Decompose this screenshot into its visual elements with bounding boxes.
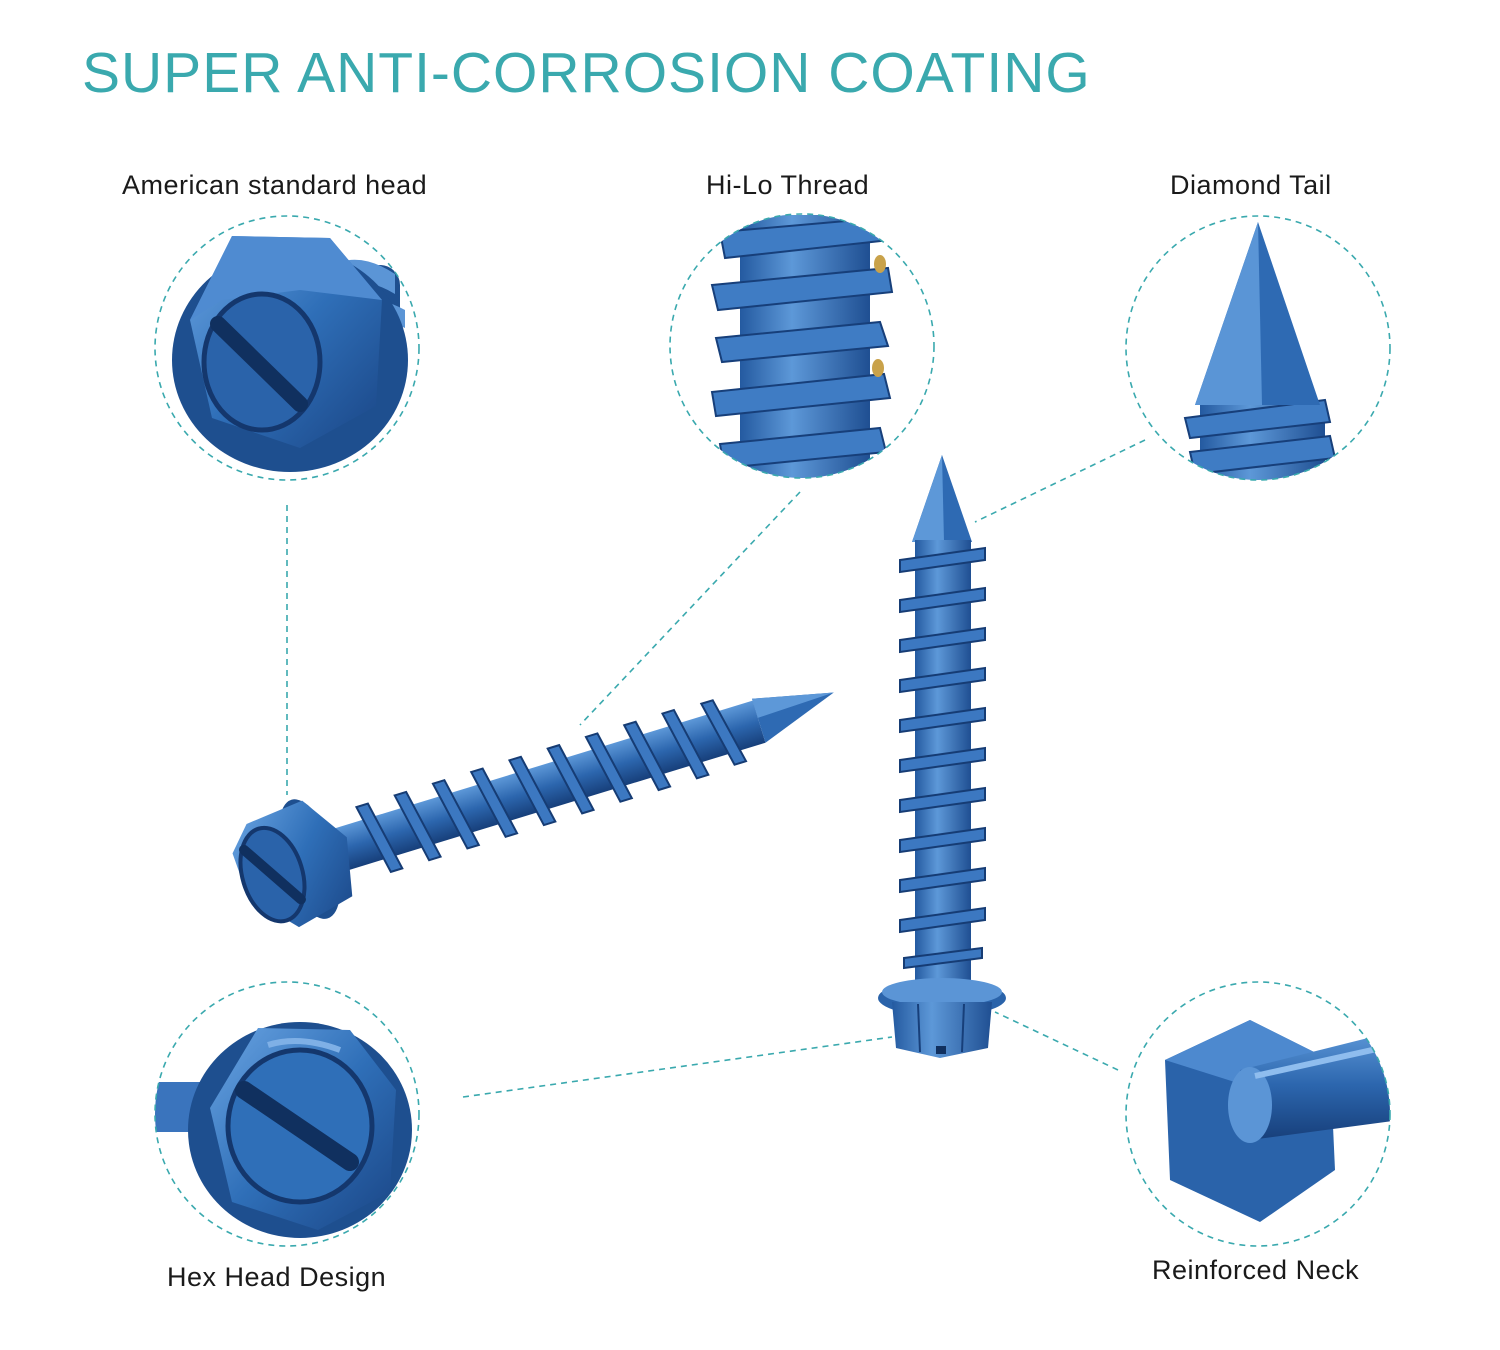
- zoom-circle-tail: [1125, 215, 1391, 481]
- zoom-circle-hex: [154, 981, 420, 1247]
- callout-label-tail: Diamond Tail: [1170, 170, 1332, 200]
- screw-diagonal: [232, 692, 834, 928]
- zoom-circle-head: [154, 215, 420, 481]
- callout-label-head: American standard head: [122, 170, 428, 200]
- zoom-circle-neck: [1125, 981, 1391, 1247]
- zoom-circle-thread: [669, 213, 935, 479]
- leader-line-neck: [994, 1011, 1119, 1071]
- callout-label-thread: Hi-Lo Thread: [706, 170, 870, 200]
- leader-line-hex: [462, 1036, 893, 1098]
- leader-line-tail: [974, 439, 1146, 523]
- page-title: SUPER ANTI-CORROSION COATING: [82, 41, 1091, 105]
- leader-line-thread: [579, 491, 801, 726]
- callout-label-hex: Hex Head Design: [167, 1262, 387, 1292]
- screw-vertical: [878, 455, 1006, 1058]
- callout-label-neck: Reinforced Neck: [1152, 1255, 1360, 1285]
